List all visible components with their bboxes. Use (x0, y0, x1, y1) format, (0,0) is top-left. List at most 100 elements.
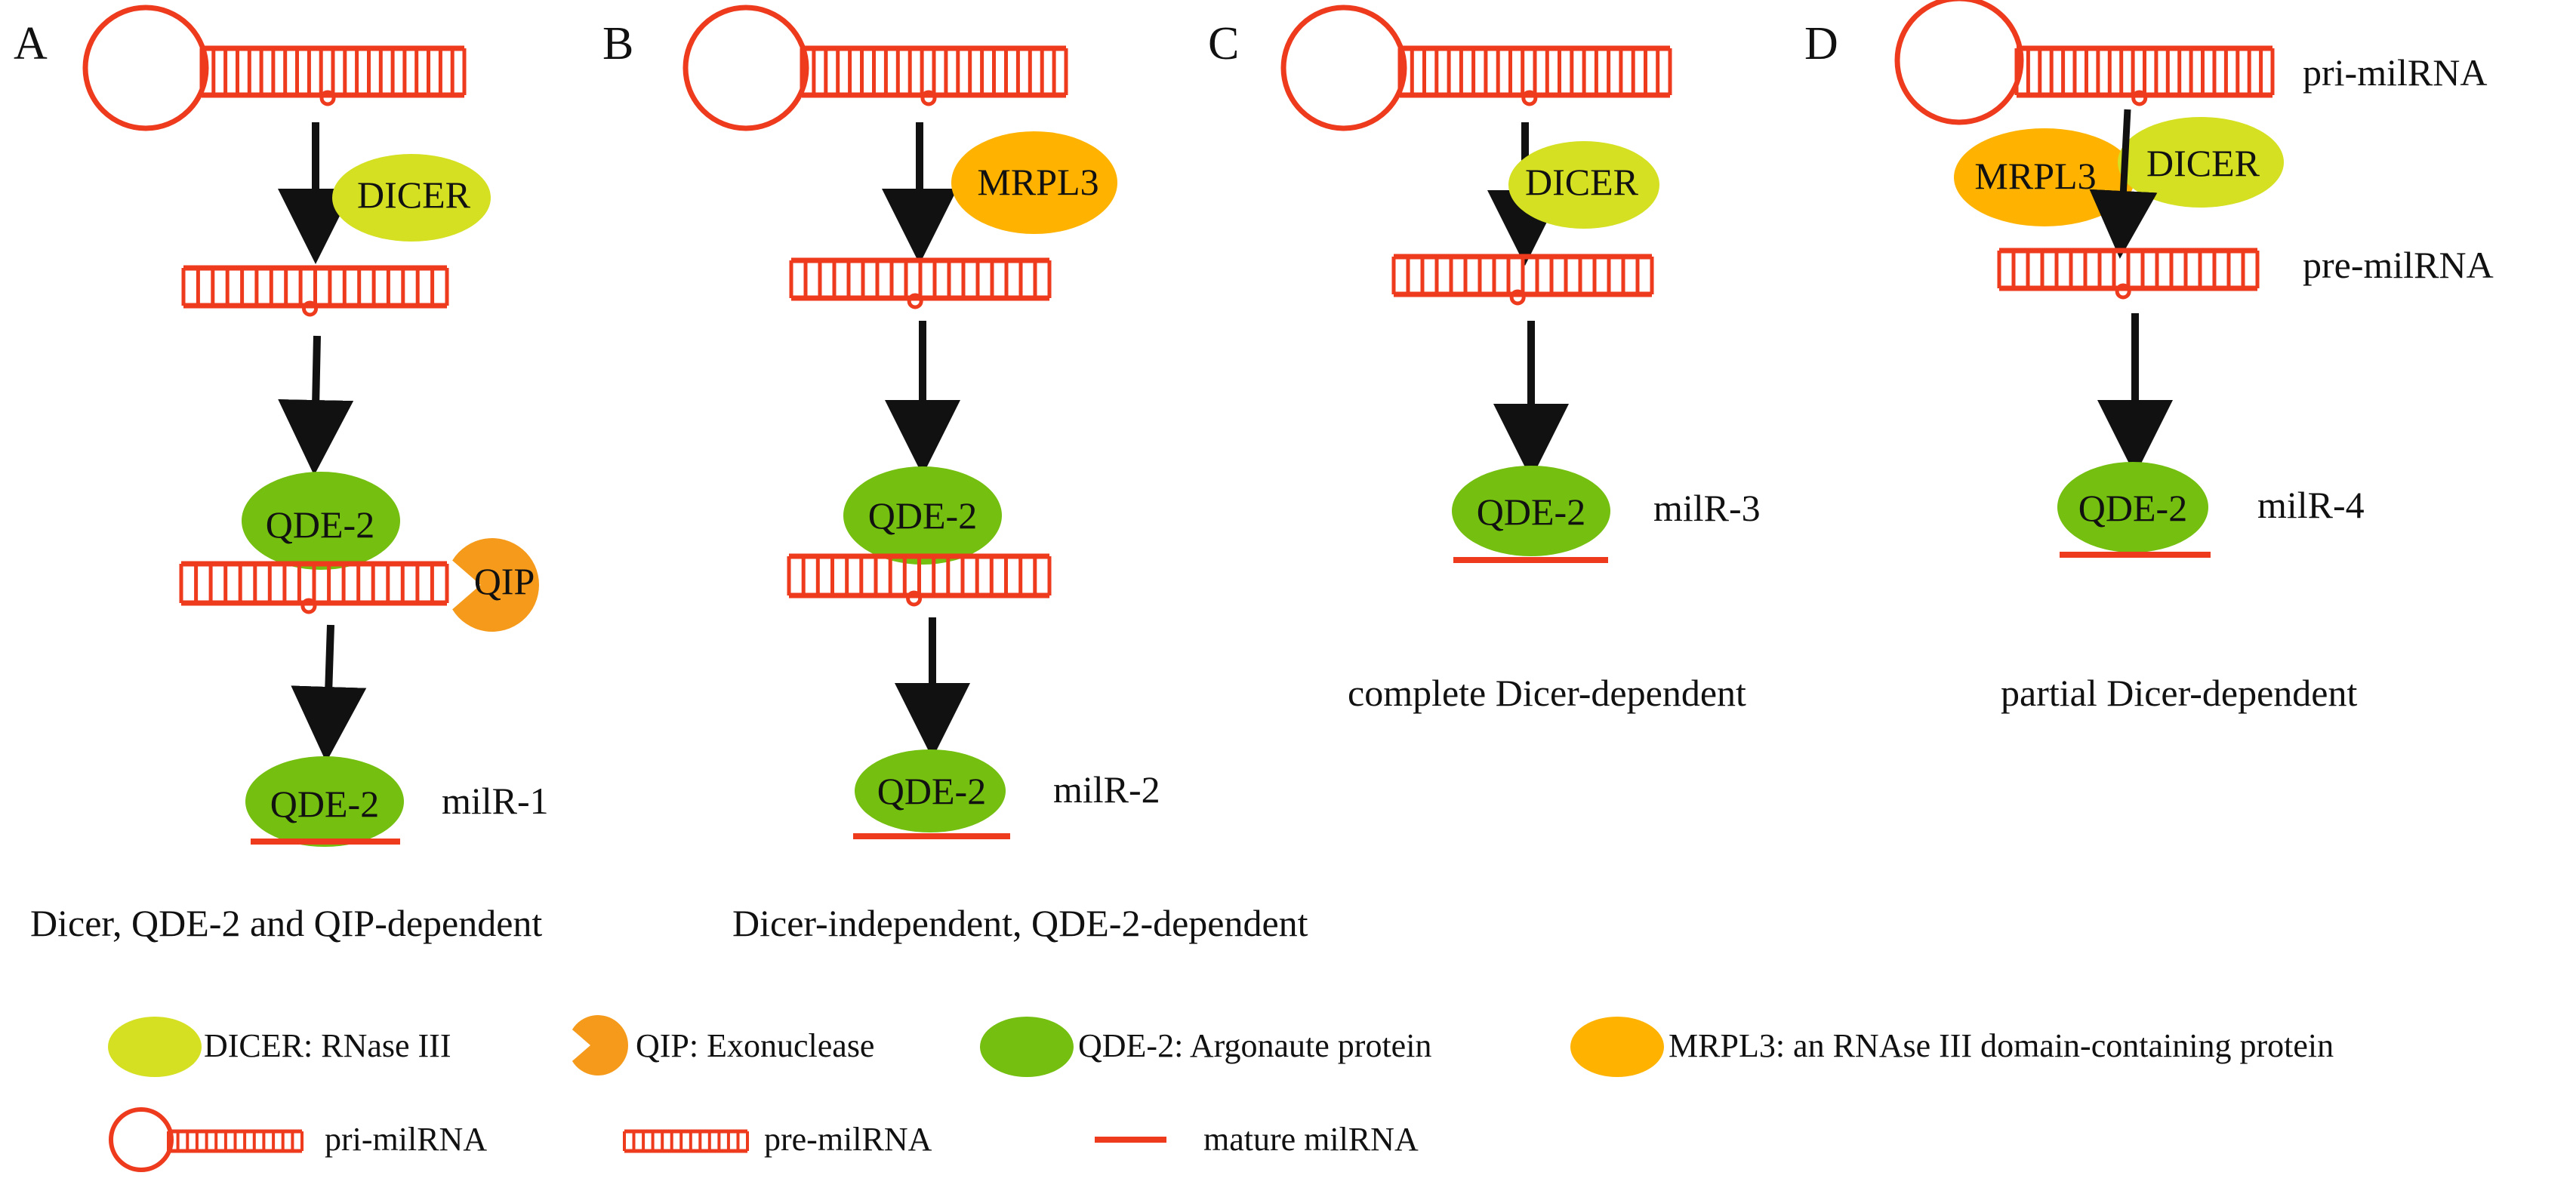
panel-b-caption: Dicer-independent, QDE-2-dependent (732, 902, 1308, 944)
panel-a-pri-milrna (82, 5, 209, 131)
panel-d: D MRPL3 DICER pri-milRNA pre-milRNA QDE-… (1804, 18, 2494, 714)
panel-c-qde2-bottom-ellipse (1452, 466, 1610, 556)
panel-c-pri-milrna-loop (1280, 5, 1407, 131)
panel-d-pri-milrna-loop (1894, 0, 2024, 125)
panel-c-letter: C (1208, 18, 1239, 69)
panel-d-pre-milrna (1997, 248, 2260, 300)
legend-pre-icon-rungs (623, 1131, 749, 1151)
panel-c-pre-milrna-bulge (1509, 289, 1526, 306)
panel-a-qde2-bottom-ellipse (245, 756, 404, 847)
legend-dicer-icon (108, 1017, 202, 1077)
panel-a-pri-milrna-loop (82, 5, 209, 131)
legend-pre-label: pre-milRNA (764, 1121, 932, 1158)
legend-qde2-label: QDE-2: Argonaute protein (1078, 1027, 1431, 1064)
panel-a-caption: Dicer, QDE-2 and QIP-dependent (30, 902, 542, 944)
panel-c-product-label: milR-3 (1653, 487, 1761, 529)
panel-a-arrow-2 (278, 335, 354, 475)
panel-c-pri-milrna (1280, 5, 1407, 131)
panel-d-letter: D (1804, 18, 1838, 69)
panel-a-pri-milrna-stem (199, 45, 467, 106)
legend-pre-icon (623, 1129, 749, 1153)
panel-b-pri-milrna-loop (683, 5, 809, 131)
legend-mature-label: mature milRNA (1203, 1121, 1419, 1158)
legend-dicer-label: DICER: RNase III (204, 1027, 451, 1064)
panel-b-pri-milrna (683, 5, 809, 131)
panel-d-qde2-bottom-ellipse (2057, 462, 2208, 552)
panel-c-qde2-bottom-label: QDE-2 (1477, 491, 1585, 533)
panel-d-pri-milrna-stem-bulge (2131, 90, 2148, 106)
panel-a-duplex-rungs (179, 564, 449, 603)
panel-b-product-label: milR-2 (1053, 768, 1160, 811)
legend-qip-icon (572, 1015, 629, 1076)
legend-qde2-icon (980, 1017, 1074, 1077)
panel-b-pre-milrna-bulge (907, 293, 923, 309)
panel-a-qip-shape (452, 538, 539, 632)
panel-d-mrpl3-label: MRPL3 (1974, 155, 2096, 197)
legend-pri-icon (109, 1107, 304, 1172)
panel-b-duplex (787, 553, 1052, 607)
panel-d-qde2-bottom-label: QDE-2 (2078, 487, 2187, 529)
panel-b-qde2-bottom-label: QDE-2 (877, 770, 986, 812)
panel-c-caption: complete Dicer-dependent (1348, 672, 1746, 714)
panel-d-pri-milrna-stem-rungs (2014, 48, 2275, 95)
panel-b-pri-milrna-stem-bulge (920, 90, 937, 106)
panel-d-caption: partial Dicer-dependent (2001, 672, 2357, 714)
panel-a-dicer-ellipse (332, 154, 491, 242)
panel-a-pri-milrna-stem-rungs (199, 48, 467, 95)
panel-a-product-label: milR-1 (442, 780, 549, 822)
legend-mrpl3-icon (1570, 1017, 1664, 1077)
legend-mrpl3-label: MRPL3: an RNAse III domain-containing pr… (1669, 1027, 2334, 1064)
panel-a: A DICER QDE-2 QIP QDE-2 milR-1 Dicer, QD… (14, 18, 549, 944)
legend-pri-label: pri-milRNA (325, 1121, 487, 1158)
panel-b-qde2-top-ellipse (843, 466, 1002, 565)
panel-c-pri-milrna-stem (1397, 45, 1672, 106)
panel-d-dicer-label: DICER (2146, 142, 2260, 184)
panel-a-qde2-top-label: QDE-2 (266, 503, 374, 546)
panel-a-pre-milrna-rungs (181, 268, 449, 306)
panel-a-dicer-label: DICER (357, 174, 471, 216)
panel-b-letter: B (602, 18, 633, 69)
panel-a-pre-milrna-bulge (302, 300, 319, 317)
panel-b-pre-milrna (789, 257, 1052, 309)
legend-pri-loop (109, 1107, 174, 1172)
panel-b-pre-milrna-rungs (789, 260, 1052, 298)
legend-pri-stem (167, 1129, 304, 1153)
panel-d-pri-label: pri-milRNA (2303, 51, 2487, 94)
panel-a-qde2-top-ellipse (242, 472, 400, 570)
legend: DICER: RNase III QIP: Exonuclease QDE-2:… (204, 1027, 2334, 1158)
panel-d-pre-milrna-bulge (2115, 283, 2131, 300)
panel-b-qde2-top-label: QDE-2 (868, 494, 977, 537)
panel-d-pri-milrna (1894, 0, 2024, 125)
panel-d-pre-label: pre-milRNA (2303, 244, 2494, 286)
panel-c-pre-milrna (1391, 254, 1654, 306)
panel-a-qip-label: QIP (474, 560, 535, 602)
panel-a-arrow-3 (291, 624, 367, 762)
panel-a-duplex-bulge (300, 598, 317, 614)
panel-a-letter: A (14, 18, 48, 69)
panel-b-qde2-bottom-ellipse (855, 749, 1006, 832)
panel-c: C DICER QDE-2 milR-3 complete Dicer-depe… (1208, 18, 1761, 714)
panel-c-pri-milrna-stem-rungs (1397, 48, 1672, 95)
graphics-layer (82, 0, 2284, 1172)
panel-d-product-label: milR-4 (2257, 484, 2365, 526)
panel-a-pri-milrna-stem-bulge (319, 90, 336, 106)
panel-d-dicer-ellipse (2118, 117, 2284, 208)
panel-c-dicer-label: DICER (1525, 161, 1639, 203)
panel-c-pri-milrna-stem-bulge (1521, 90, 1538, 106)
panel-d-arrow-1 (2089, 109, 2158, 259)
panel-b-pri-milrna-stem-rungs (800, 48, 1068, 95)
panel-b: B MRPL3 QDE-2 QDE-2 milR-2 Dicer-indepen… (602, 18, 1308, 944)
panel-a-duplex (179, 561, 449, 614)
panel-b-duplex-bulge (906, 590, 923, 607)
panel-b-duplex-rungs (787, 556, 1052, 595)
panel-a-pre-milrna (181, 265, 449, 317)
panel-c-pre-milrna-rungs (1391, 257, 1654, 294)
legend-qip-label: QIP: Exonuclease (636, 1027, 874, 1064)
panel-d-pri-milrna-stem (2014, 45, 2275, 106)
panel-a-qde2-bottom-label: QDE-2 (270, 783, 379, 825)
panel-b-pri-milrna-stem (800, 45, 1068, 106)
panel-d-pre-milrna-rungs (1997, 251, 2260, 288)
panel-b-mrpl3-ellipse (951, 131, 1117, 234)
panel-b-mrpl3-label: MRPL3 (977, 161, 1098, 203)
